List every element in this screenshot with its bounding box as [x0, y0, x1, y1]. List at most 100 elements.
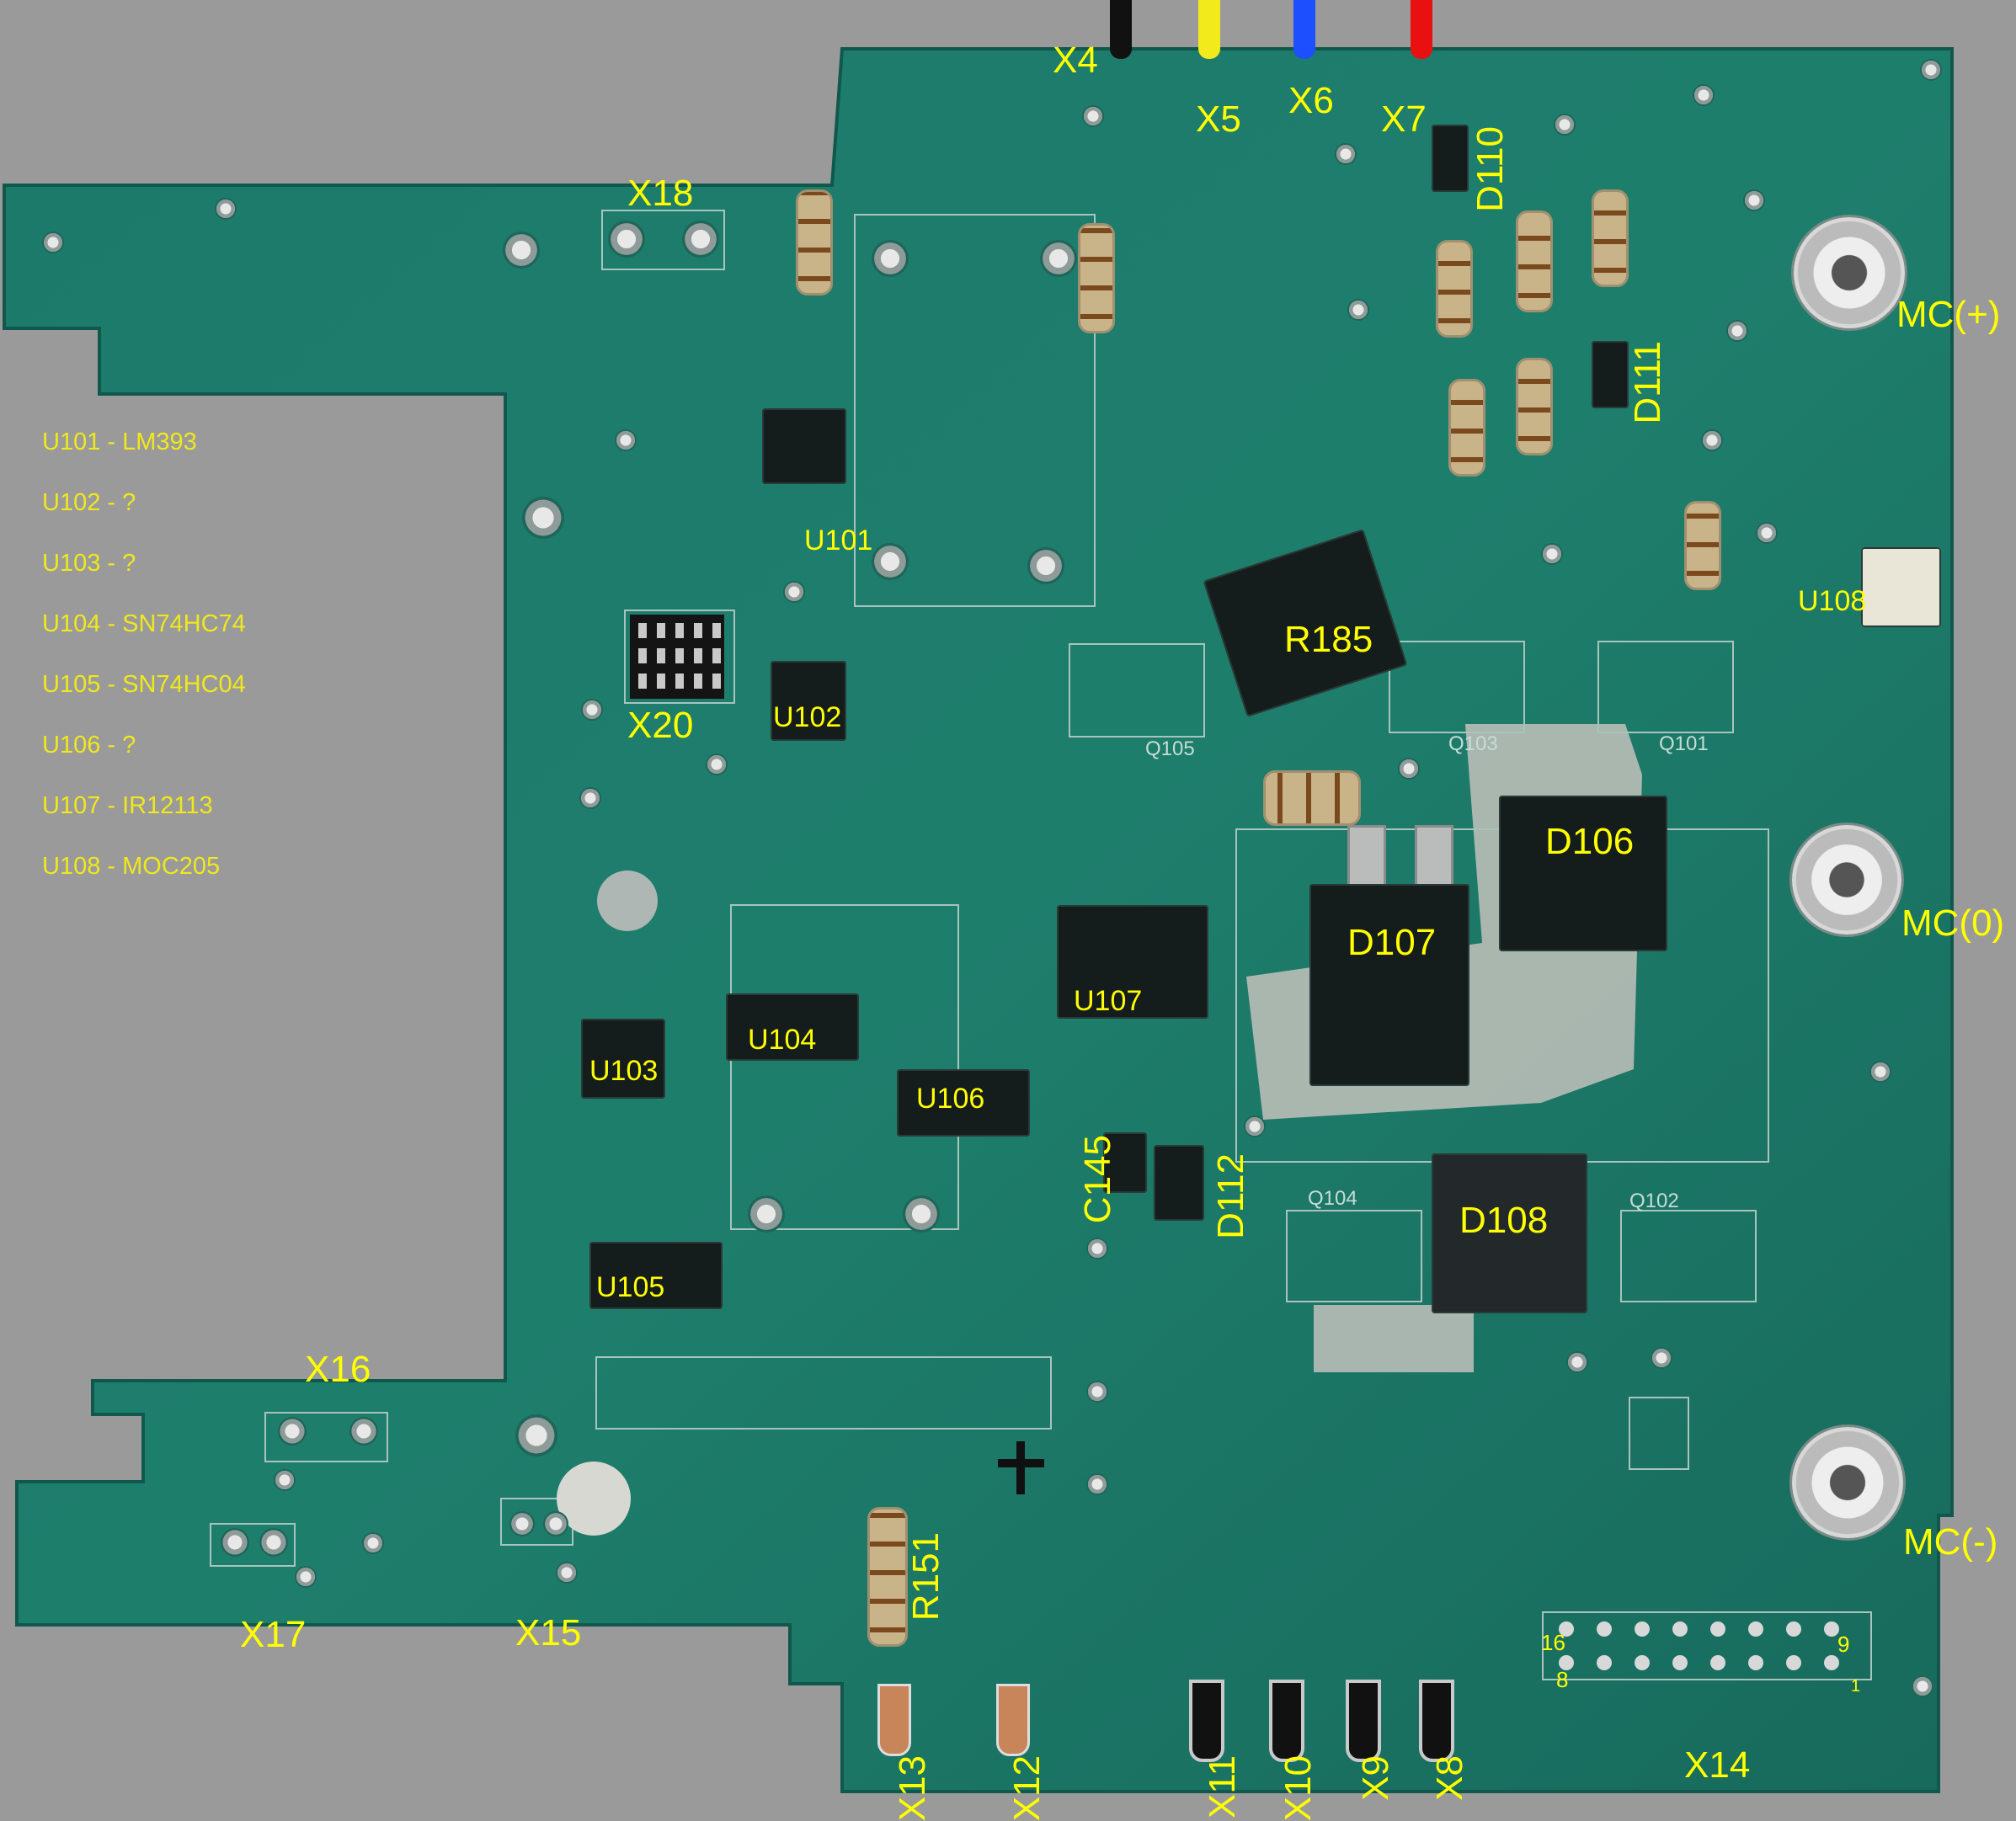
solder-point	[1541, 543, 1563, 565]
pin-x8	[1419, 1680, 1454, 1762]
pin-x13	[877, 1684, 911, 1756]
legend-item: U108 - MOC205	[42, 853, 221, 880]
label-d108: D108	[1459, 1200, 1549, 1241]
solder-point	[1756, 522, 1778, 544]
mc-minus-terminal	[1792, 1427, 1903, 1538]
label-q104: Q104	[1308, 1187, 1357, 1210]
legend-item: U102 - ?	[42, 489, 136, 516]
label-mc-minus: MC(-)	[1903, 1521, 1998, 1563]
label-x13: X13	[892, 1755, 933, 1821]
label-u102: U102	[773, 701, 842, 733]
solder-point	[515, 1414, 557, 1456]
label-x8: X8	[1429, 1755, 1470, 1801]
resistor-r106	[796, 189, 833, 296]
label-d106: D106	[1545, 821, 1635, 862]
solder-point	[581, 699, 603, 721]
label-x15: X15	[515, 1612, 582, 1653]
solder-point	[1869, 1061, 1891, 1083]
wire-blue	[1293, 0, 1315, 59]
chip-u101	[762, 408, 846, 484]
solder-point	[1651, 1347, 1672, 1369]
resistor-r180	[1516, 358, 1553, 455]
solder-point	[872, 240, 909, 277]
label-x12: X12	[1006, 1755, 1048, 1821]
solder-point	[295, 1566, 317, 1588]
solder-point	[748, 1195, 785, 1233]
label-u101: U101	[804, 524, 873, 556]
chip-u108	[1861, 547, 1941, 627]
chip-u106	[897, 1069, 1030, 1137]
label-u106: U106	[916, 1083, 985, 1115]
label-mc-plus: MC(+)	[1896, 294, 2001, 335]
transistor-d107	[1309, 884, 1469, 1086]
solder-point	[783, 581, 805, 603]
resistor-r151	[867, 1507, 908, 1647]
label-x18: X18	[627, 173, 694, 214]
solder-point	[1726, 320, 1748, 342]
mc-plus-terminal	[1794, 217, 1905, 328]
resistor-r181	[1448, 379, 1485, 477]
solder-point	[215, 198, 237, 220]
solder-point	[1347, 299, 1369, 321]
mc-zero-terminal	[1792, 825, 1901, 934]
solder-point	[1086, 1381, 1108, 1403]
solder-point	[1701, 429, 1723, 451]
label-q105: Q105	[1145, 737, 1195, 760]
label-x6: X6	[1288, 80, 1334, 121]
chip-u107	[1057, 905, 1208, 1019]
solder-point	[1398, 758, 1420, 780]
label-u103: U103	[589, 1055, 659, 1087]
label-q102: Q102	[1629, 1190, 1679, 1212]
solder-point	[1086, 1473, 1108, 1495]
label-x5: X5	[1196, 99, 1241, 140]
solder-point	[1912, 1675, 1933, 1697]
solder-point	[1086, 1238, 1108, 1259]
solder-point	[503, 232, 540, 269]
chip-u103	[581, 1019, 665, 1099]
x16-pin	[349, 1417, 378, 1446]
x15-pin	[509, 1511, 535, 1536]
label-x14: X14	[1684, 1744, 1751, 1786]
legend-item: U107 - IR12113	[42, 792, 213, 819]
label-x16: X16	[305, 1349, 371, 1390]
label-q103: Q103	[1448, 732, 1498, 755]
x16-pin	[278, 1417, 307, 1446]
solder-point	[274, 1469, 296, 1491]
label-x7: X7	[1381, 99, 1427, 140]
label-d107: D107	[1347, 922, 1437, 963]
x18-pin	[608, 221, 645, 258]
label-x9: X9	[1355, 1755, 1396, 1801]
solder-point	[1335, 143, 1357, 165]
label-x14-pin8: 8	[1556, 1667, 1569, 1692]
label-u104: U104	[748, 1024, 817, 1056]
capacitor-c145	[1103, 1132, 1147, 1193]
label-u105: U105	[596, 1271, 665, 1303]
label-x20: X20	[627, 705, 694, 746]
label-x14-pin16: 16	[1541, 1630, 1565, 1655]
solder-point	[1566, 1351, 1588, 1373]
diode-d110	[1432, 125, 1469, 192]
label-r151: R151	[905, 1532, 947, 1621]
solder-point	[1027, 547, 1064, 584]
legend-item: U106 - ?	[42, 732, 136, 759]
label-x14-pin9: 9	[1837, 1632, 1850, 1657]
label-x10: X10	[1277, 1755, 1319, 1821]
solder-point	[1554, 114, 1576, 136]
legend-item: U103 - ?	[42, 550, 136, 577]
label-d110: D110	[1469, 126, 1511, 212]
component-legend: U101 - LM393 U102 - ? U103 - ? U104 - SN…	[42, 425, 246, 910]
chip-u102	[771, 661, 846, 741]
solder-point	[1920, 59, 1942, 81]
solder-point	[903, 1195, 940, 1233]
label-x4: X4	[1053, 40, 1098, 81]
resistor-r182	[1436, 240, 1473, 338]
x18-pin	[682, 221, 719, 258]
wire-yellow	[1198, 0, 1220, 59]
legend-item: U104 - SN74HC74	[42, 610, 246, 637]
solder-point	[42, 232, 64, 253]
label-d112: D112	[1210, 1153, 1251, 1239]
label-c145: C145	[1077, 1135, 1118, 1224]
resistor-r174	[1684, 501, 1721, 590]
diode-d112	[1154, 1145, 1204, 1221]
